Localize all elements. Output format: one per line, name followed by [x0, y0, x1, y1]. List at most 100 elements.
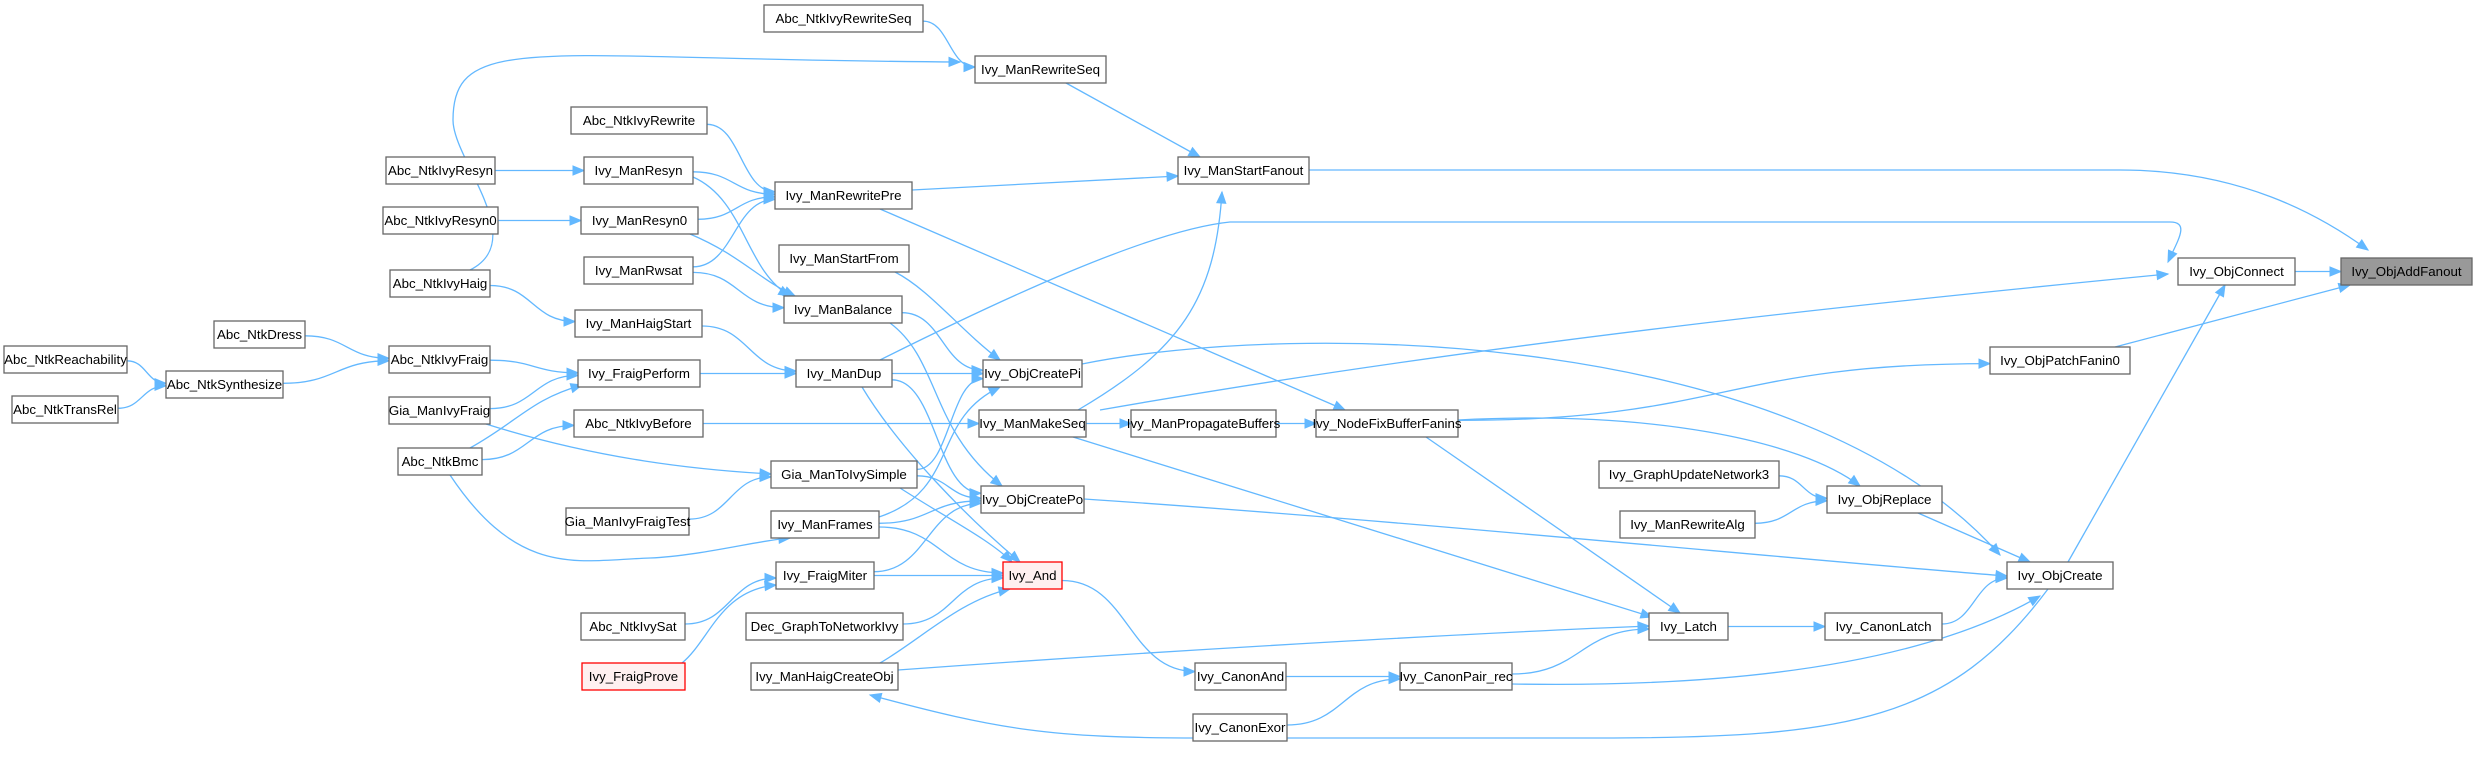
call-edge: [861, 386, 1022, 563]
node-ivy-fraigperform[interactable]: Ivy_FraigPerform: [577, 359, 701, 388]
node-gia-manivyfraigtest[interactable]: Gia_ManIvyFraigTest: [565, 507, 691, 536]
node-ivy-manhaigstart[interactable]: Ivy_ManHaigStart: [574, 309, 703, 338]
node-ivy-objcreatepo[interactable]: Ivy_ObjCreatePo: [980, 485, 1085, 514]
node-abc-ntkivyhaig[interactable]: Abc_NtkIvyHaig: [389, 269, 491, 298]
node-ivy-manstartfrom[interactable]: Ivy_ManStartFrom: [778, 244, 910, 273]
node-ivy-canonlatch[interactable]: Ivy_CanonLatch: [1824, 612, 1943, 641]
node-box: [565, 507, 690, 536]
node-box: [1598, 460, 1780, 489]
node-ivy-manrewriteseq[interactable]: Ivy_ManRewriteSeq: [974, 55, 1107, 84]
arrowhead-icon: [2214, 283, 2226, 298]
node-ivy-manstartfanout[interactable]: Ivy_ManStartFanout: [1177, 156, 1310, 185]
node-ivy-objconnect[interactable]: Ivy_ObjConnect: [2177, 257, 2296, 286]
node-ivy-canonpair-rec[interactable]: Ivy_CanonPair_rec: [1399, 662, 1513, 691]
node-ivy-fraigprove[interactable]: Ivy_FraigProve: [581, 662, 686, 691]
node-abc-ntkivyfraig[interactable]: Abc_NtkIvyFraig: [388, 345, 491, 374]
node-box: [763, 4, 924, 33]
node-gia-mantoivysimple[interactable]: Gia_ManToIvySimple: [770, 460, 918, 489]
edge-line: [684, 577, 777, 625]
node-ivy-manresyn[interactable]: Ivy_ManResyn: [583, 156, 694, 185]
node-label: Ivy_ObjConnect: [2189, 264, 2284, 279]
node-abc-ntksynthesize[interactable]: Abc_NtkSynthesize: [165, 370, 284, 399]
edge-line: [489, 284, 576, 323]
node-ivy-objcreatepi[interactable]: Ivy_ObjCreatePi: [982, 359, 1083, 388]
call-edge: [1511, 595, 2042, 685]
node-abc-ntkivyrewriteseq[interactable]: Abc_NtkIvyRewriteSeq: [763, 4, 924, 33]
node-label: Ivy_ManRewriteAlg: [1630, 517, 1745, 532]
edge-line: [879, 208, 1346, 411]
arrowhead-icon: [1988, 542, 2001, 556]
node-ivy-manpropagatebuffers[interactable]: Ivy_ManPropagateBuffers: [1127, 409, 1281, 438]
edge-line: [282, 360, 390, 384]
edge-line: [891, 379, 982, 494]
arrowhead-icon: [772, 302, 786, 313]
node-box: [750, 662, 899, 691]
node-ivy-manmakeseq[interactable]: Ivy_ManMakeSeq: [978, 409, 1087, 438]
node-ivy-manrwsat[interactable]: Ivy_ManRwsat: [583, 256, 694, 285]
arrowhead-icon: [759, 471, 773, 483]
node-label: Ivy_ManResyn0: [592, 213, 687, 228]
call-edge: [889, 322, 1004, 487]
node-abc-ntktransrel[interactable]: Abc_NtkTransRel: [11, 395, 119, 424]
node-ivy-canonexor[interactable]: Ivy_CanonExor: [1192, 713, 1288, 742]
node-ivy-nodefixbufferfanins[interactable]: Ivy_NodeFixBufferFanins: [1312, 409, 1462, 438]
node-ivy-manresyn0[interactable]: Ivy_ManResyn0: [580, 206, 699, 235]
call-edge: [699, 368, 798, 379]
node-box: [1619, 510, 1756, 539]
arrowhead-icon: [784, 368, 798, 379]
arrowhead-icon: [563, 316, 577, 327]
call-edge: [1285, 671, 1402, 682]
arrowhead-icon: [948, 56, 962, 68]
node-abc-ntkivybefore[interactable]: Abc_NtkIvyBefore: [573, 409, 704, 438]
node-ivy-mandup[interactable]: Ivy_ManDup: [795, 359, 893, 388]
node-gia-manivyfraig[interactable]: Gia_ManIvyFraig: [388, 396, 491, 425]
arrowhead-icon: [572, 165, 586, 176]
node-ivy-objcreate[interactable]: Ivy_ObjCreate: [2006, 561, 2114, 590]
node-label: Ivy_ManDup: [807, 366, 882, 381]
edge-line: [489, 374, 579, 410]
node-abc-ntkivyresyn[interactable]: Abc_NtkIvyResyn: [385, 156, 496, 185]
node-abc-ntkivyresyn0[interactable]: Abc_NtkIvyResyn0: [382, 206, 499, 235]
edge-line: [1077, 191, 1223, 411]
node-dec-graphtonetworkivy[interactable]: Dec_GraphToNetworkIvy: [745, 612, 904, 641]
node-ivy-manframes[interactable]: Ivy_ManFrames: [770, 510, 880, 539]
edge-line: [894, 271, 1001, 361]
arrowhead-icon: [2167, 249, 2178, 264]
call-edge: [879, 221, 2182, 361]
node-label: Abc_NtkReachability: [4, 352, 127, 367]
node-label: Ivy_ManResyn: [595, 163, 683, 178]
node-ivy-and[interactable]: Ivy_And: [1002, 561, 1063, 590]
node-box: [774, 181, 913, 210]
node-abc-ntkdress[interactable]: Abc_NtkDress: [213, 320, 306, 349]
node-ivy-manrewritealg[interactable]: Ivy_ManRewriteAlg: [1619, 510, 1756, 539]
node-ivy-fraigmiter[interactable]: Ivy_FraigMiter: [775, 561, 875, 590]
node-ivy-latch[interactable]: Ivy_Latch: [1648, 612, 1729, 641]
node-abc-ntkivysat[interactable]: Abc_NtkIvySat: [580, 612, 686, 641]
node-box: [1130, 409, 1277, 438]
node-box: [745, 612, 904, 641]
call-edge: [1072, 436, 1654, 619]
node-ivy-objaddfanout: Ivy_ObjAddFanout: [2340, 257, 2473, 286]
node-abc-ntkivyrewrite[interactable]: Abc_NtkIvyRewrite: [570, 106, 708, 135]
node-abc-ntkreachability[interactable]: Abc_NtkReachability: [3, 345, 128, 374]
edge-line: [126, 360, 167, 384]
node-abc-ntkbmc[interactable]: Abc_NtkBmc: [397, 447, 483, 476]
node-box: [580, 612, 686, 641]
node-ivy-manbalance[interactable]: Ivy_ManBalance: [783, 295, 903, 324]
node-label: Ivy_ManRewriteSeq: [981, 62, 1100, 77]
node-ivy-manrewritepre[interactable]: Ivy_ManRewritePre: [774, 181, 913, 210]
node-ivy-objpatchfanin0[interactable]: Ivy_ObjPatchFanin0: [1989, 346, 2131, 375]
edge-line: [1286, 678, 1401, 726]
node-box: [1194, 662, 1287, 691]
node-label: Ivy_ManRewritePre: [785, 188, 901, 203]
node-ivy-canonand[interactable]: Ivy_CanonAnd: [1194, 662, 1287, 691]
call-edge: [899, 487, 1013, 563]
node-ivy-manhaigcreateobj[interactable]: Ivy_ManHaigCreateObj: [750, 662, 899, 691]
node-box: [795, 359, 893, 388]
node-ivy-graphupdatenetwork3[interactable]: Ivy_GraphUpdateNetwork3: [1598, 460, 1780, 489]
arrowhead-icon: [2017, 552, 2032, 563]
edge-line: [1511, 628, 1650, 675]
arrowhead-icon: [1183, 666, 1197, 677]
node-box: [974, 55, 1107, 84]
node-ivy-objreplace[interactable]: Ivy_ObjReplace: [1826, 485, 1943, 514]
